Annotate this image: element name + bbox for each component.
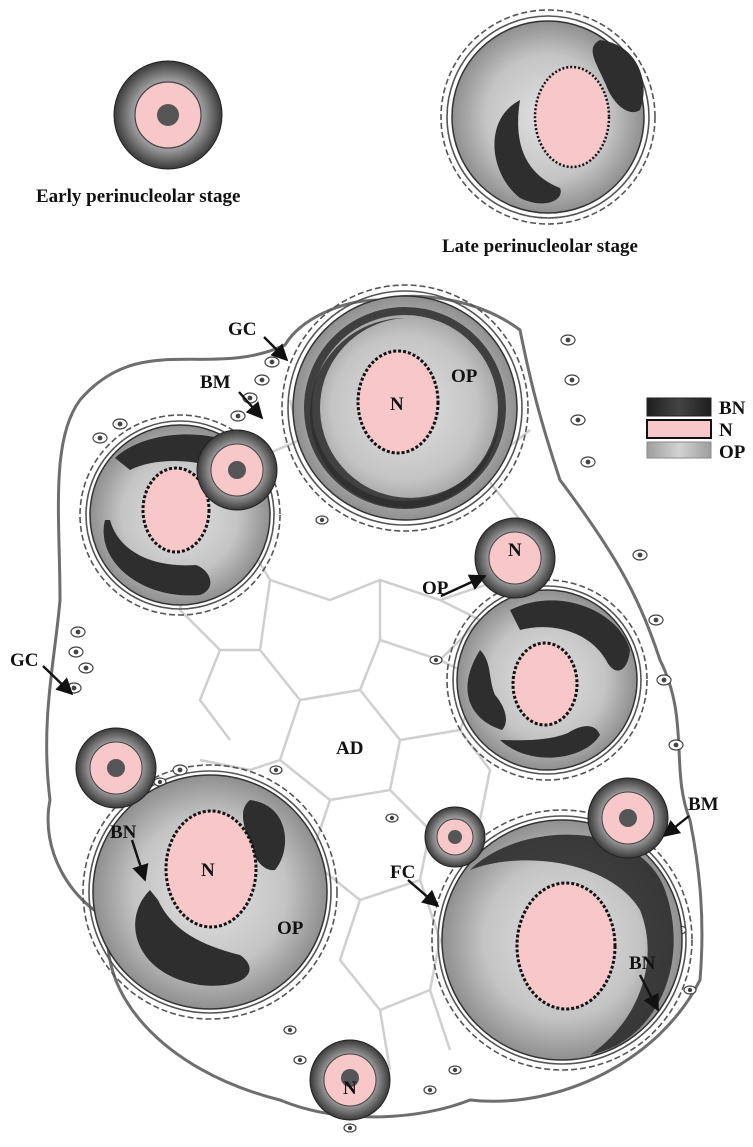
late-stage-oocyte xyxy=(452,21,644,213)
oocyte-right xyxy=(457,590,637,770)
early-stage-oocyte xyxy=(114,61,222,169)
legend: BN N OP xyxy=(647,398,746,463)
legend-label-bn: BN xyxy=(719,398,746,419)
label-fc: FC xyxy=(390,862,415,883)
label-op-bottom-left: OP xyxy=(277,918,304,939)
label-bm-right: BM xyxy=(688,794,719,815)
label-n-bottom-left: N xyxy=(201,860,215,881)
small-oocyte-4 xyxy=(425,807,485,867)
legend-label-n: N xyxy=(719,420,733,441)
label-bn-right: BN xyxy=(629,953,656,974)
legend-swatch-bn xyxy=(647,398,711,416)
label-gc-left: GC xyxy=(10,650,39,671)
label-n-small: N xyxy=(508,540,522,561)
small-oocyte-5 xyxy=(588,778,668,858)
small-oocyte-3 xyxy=(76,728,156,808)
legend-label-op: OP xyxy=(719,442,746,463)
oocyte-top xyxy=(293,296,517,520)
caption-early-stage: Early perinucleolar stage xyxy=(36,186,240,208)
oocyte-bottom-left xyxy=(93,775,327,1009)
label-bn-left: BN xyxy=(110,822,137,843)
small-oocyte-1 xyxy=(197,430,277,510)
label-op-small: OP xyxy=(422,578,449,599)
label-gc-top: GC xyxy=(228,319,257,340)
caption-late-stage: Late perinucleolar stage xyxy=(442,236,638,258)
label-ad: AD xyxy=(336,738,363,759)
label-n-top: N xyxy=(390,394,404,415)
label-n-bottom: N xyxy=(343,1078,357,1099)
label-op-top: OP xyxy=(451,366,478,387)
label-bm-top: BM xyxy=(200,372,231,393)
legend-swatch-n xyxy=(647,420,711,438)
legend-swatch-op xyxy=(647,442,711,458)
